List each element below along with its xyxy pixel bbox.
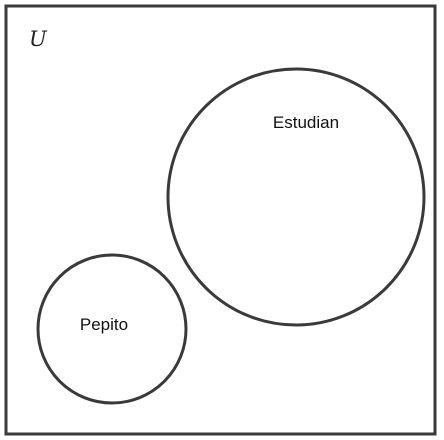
- set-estudian-label: Estudian: [273, 113, 339, 132]
- universe-label: U: [29, 27, 48, 51]
- set-estudian-circle: [166, 67, 426, 327]
- set-pepito-label: Pepito: [80, 315, 128, 334]
- universe-rectangle: [4, 4, 437, 436]
- set-pepito-circle: [36, 253, 188, 405]
